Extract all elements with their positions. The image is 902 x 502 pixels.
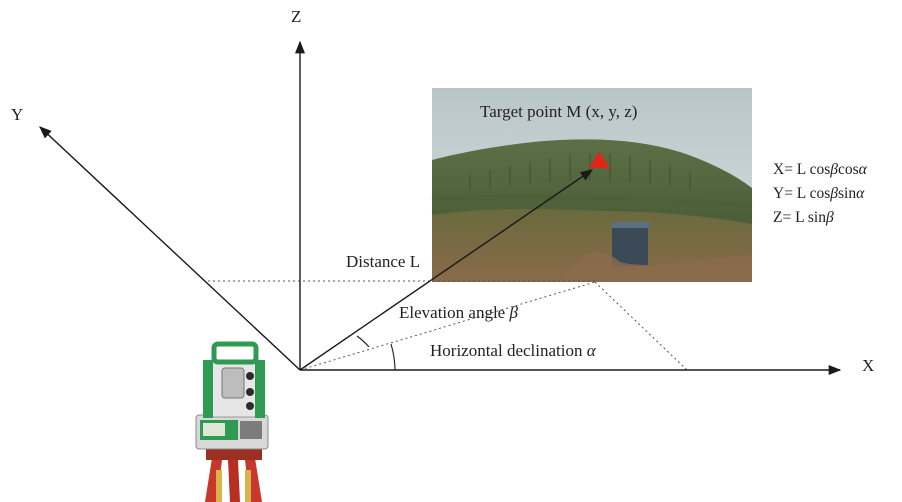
terrain-photo (431, 88, 753, 282)
equation-y: Y= L cosβsinα (773, 185, 865, 202)
projection-line-to-x-axis (594, 281, 688, 371)
distance-label: Distance L (346, 252, 420, 271)
y-axis-label: Y (11, 105, 23, 124)
y-axis (39, 126, 301, 371)
distance-line (299, 169, 594, 371)
target-point-marker (589, 151, 610, 168)
elevation-angle-arc (356, 335, 370, 348)
equation-z: Z= L sinβ (773, 209, 834, 226)
horizontal-angle-arc (390, 343, 396, 371)
equation-x: X= L cosβcosα (773, 161, 868, 178)
x-axis-label: X (862, 356, 874, 375)
target-point-label: Target point M (x, y, z) (480, 102, 637, 121)
total-station-icon (195, 341, 269, 502)
projection-line-to-origin (299, 281, 596, 371)
horizontal-declination-label: Horizontal declination α (430, 341, 597, 360)
elevation-angle-label: Elevation angle β (399, 303, 518, 322)
z-axis-label: Z (291, 7, 301, 26)
